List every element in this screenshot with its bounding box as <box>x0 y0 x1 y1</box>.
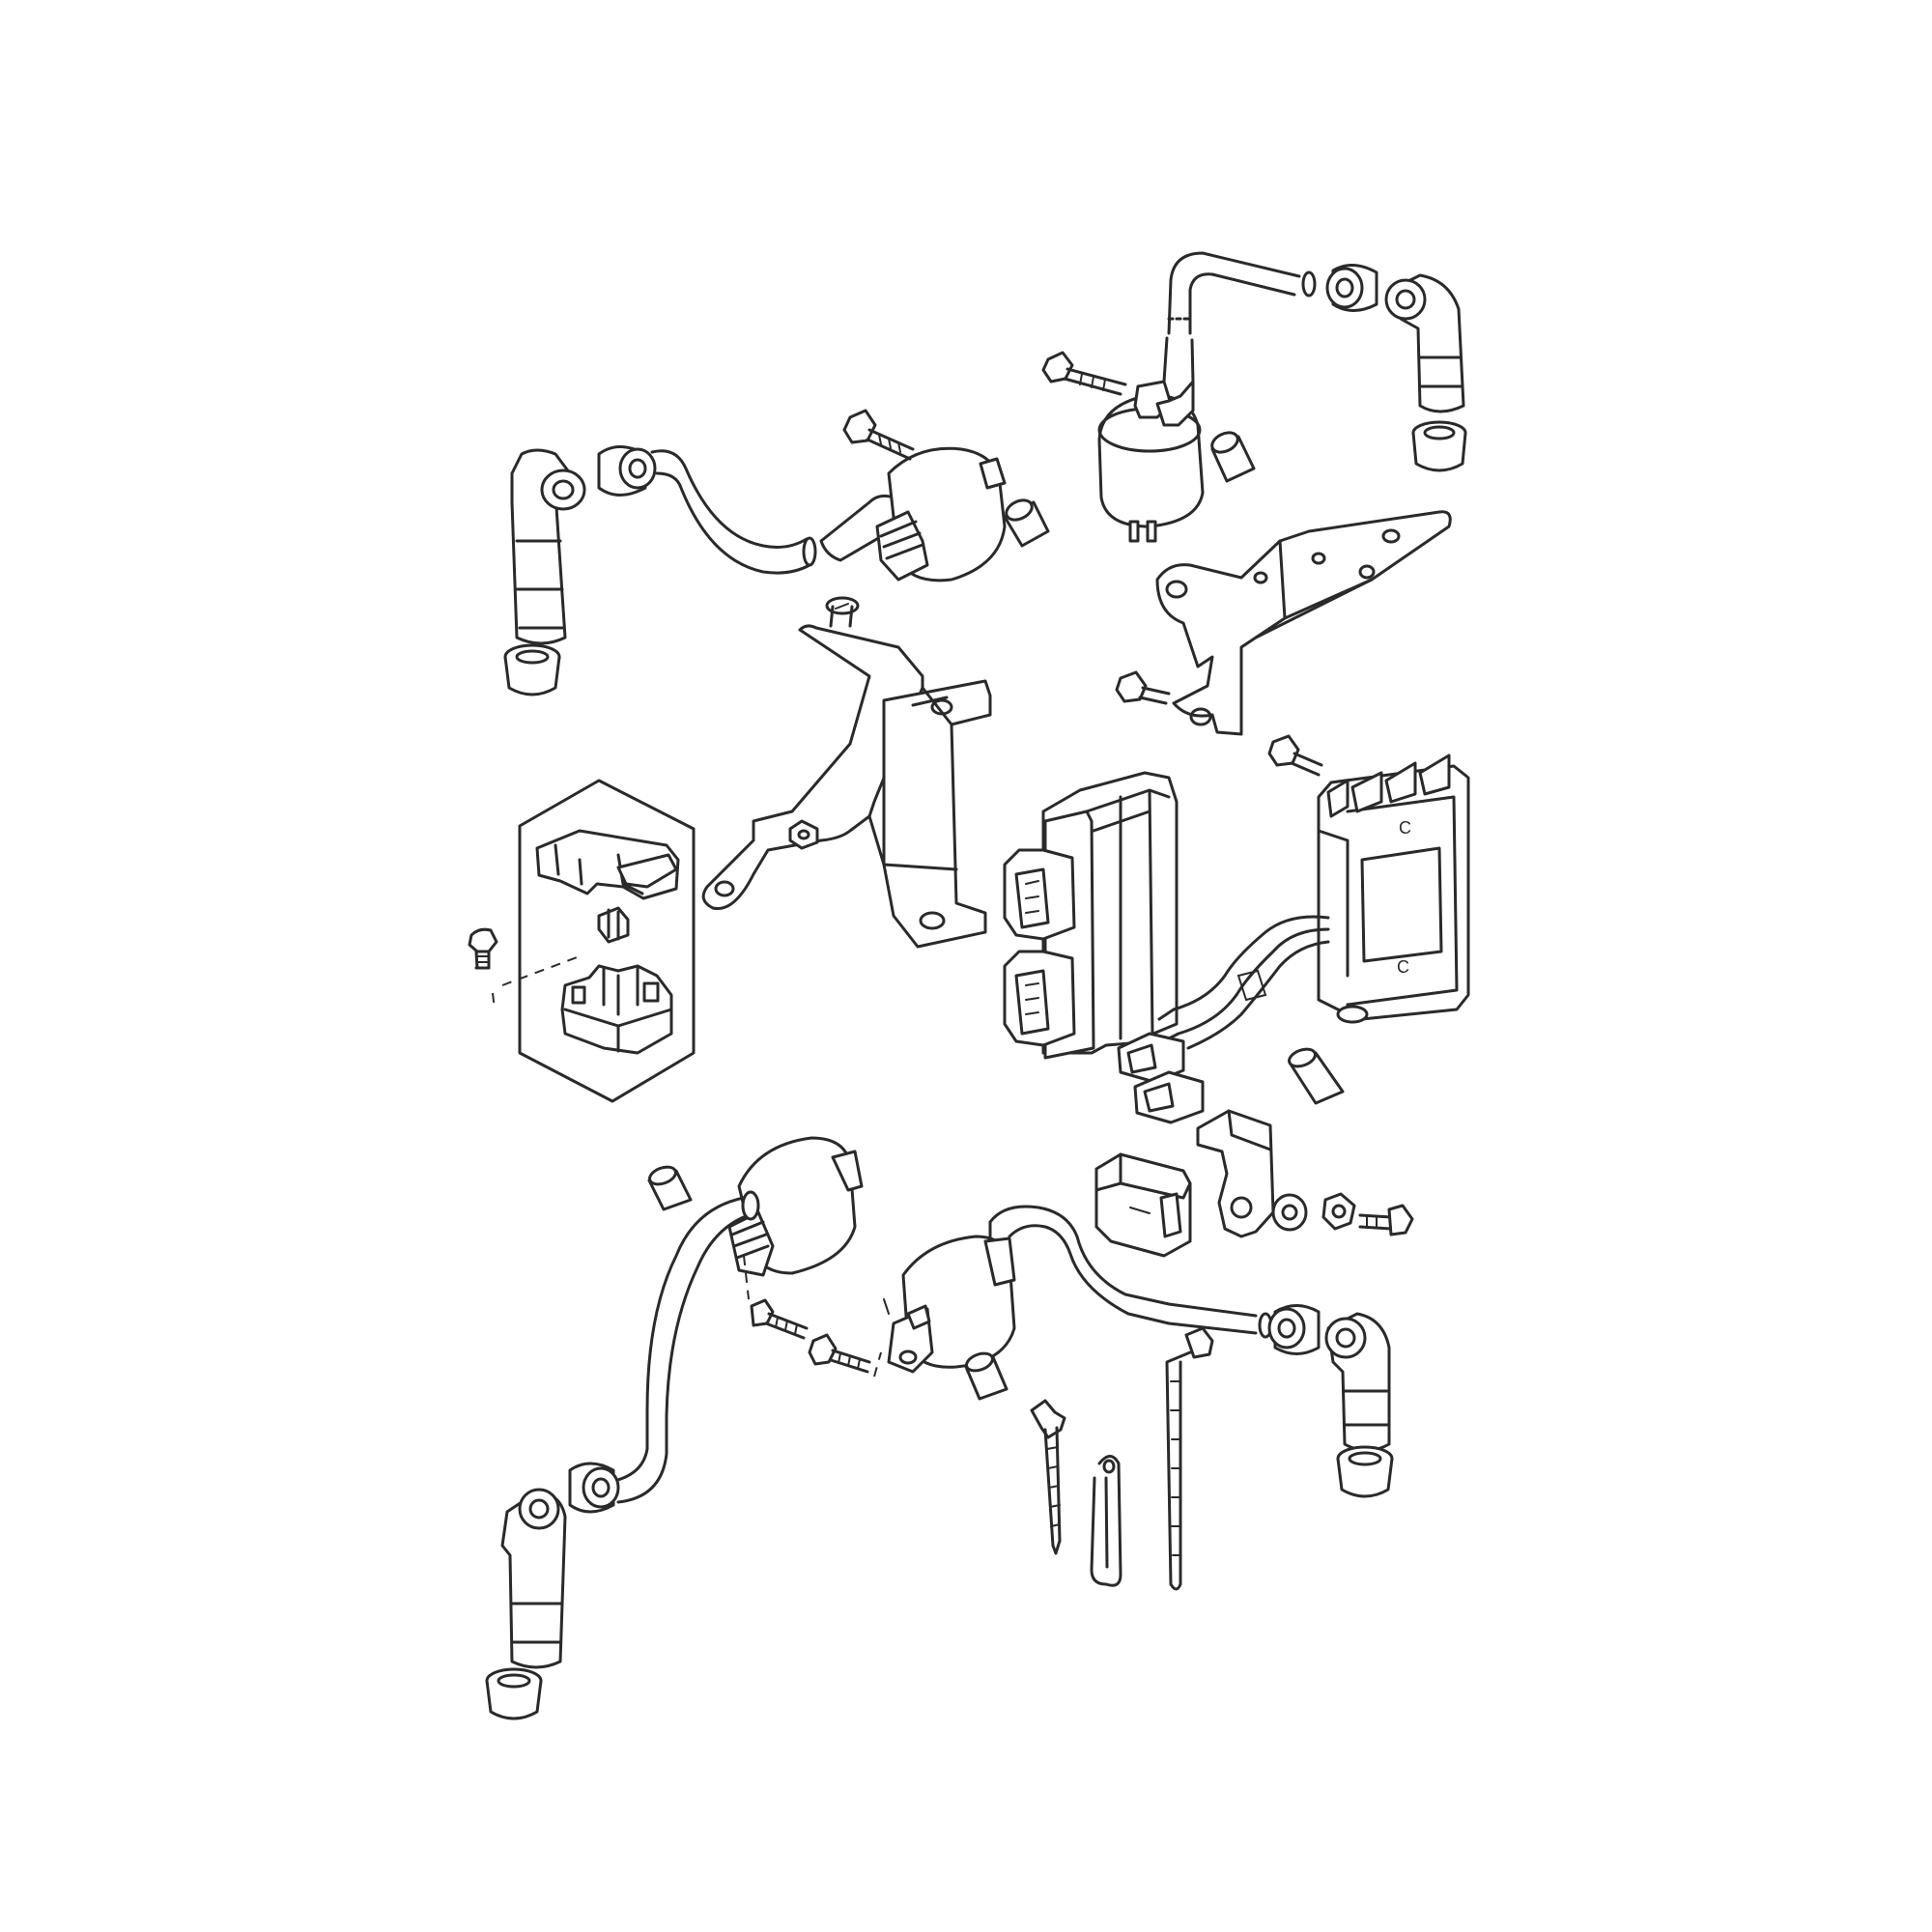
bracket-upper-right <box>1155 510 1452 736</box>
starter-relay <box>560 964 673 1055</box>
ecu <box>1003 771 1179 1060</box>
ignition-coil-top-right <box>1097 380 1205 543</box>
bracket-center <box>701 624 992 949</box>
washer-sensor <box>1271 1193 1308 1232</box>
nut-sensor <box>1321 1192 1356 1231</box>
hv-lead-top-left <box>650 449 817 575</box>
boot-seal-top-left <box>503 643 561 696</box>
grommet-top-left <box>597 445 657 497</box>
wire-connector-upper <box>1117 1032 1185 1084</box>
sensor-module <box>1094 1152 1192 1258</box>
collar-top-right <box>1210 431 1256 483</box>
hv-lead-bottom-left <box>602 1190 760 1504</box>
bolt-coil-top-left <box>842 409 915 461</box>
grommet-bottom-right <box>1267 1304 1321 1355</box>
fuse <box>597 906 630 944</box>
regulator-rectifier: C C <box>1317 753 1470 1024</box>
sensor-bracket <box>1196 1109 1275 1238</box>
spark-plug-cap-top-right <box>1384 273 1465 413</box>
bolt-sensor <box>1358 1204 1414 1236</box>
relay-box-outline <box>518 779 696 1103</box>
module-mark-upper: C <box>1399 818 1411 838</box>
cable-tie-long <box>1165 1326 1214 1591</box>
spark-plug-cap-top-left <box>510 448 586 645</box>
boot-seal-bottom-left <box>485 1667 543 1720</box>
hv-lead-bottom-center <box>988 1205 1273 1339</box>
ignition-coil-top-left <box>819 446 1007 582</box>
wire-band <box>1090 1455 1122 1587</box>
cable-clamp-tie <box>1030 1399 1066 1555</box>
bolt-relay-box <box>468 927 498 1010</box>
ignition-coil-bottom-center <box>883 1235 1016 1374</box>
hv-lead-top-right <box>1162 251 1317 384</box>
spark-plug-cap-bottom-left <box>500 1488 567 1669</box>
screw-bracket-center <box>825 596 860 628</box>
bolt-bracket-upper-right <box>1115 670 1171 705</box>
collar-middle-right <box>1288 1047 1345 1105</box>
spark-plug-cap-bottom-right <box>1324 1312 1391 1452</box>
bolt-coil-bottom-center <box>808 1333 882 1378</box>
relay-box-cover <box>535 829 680 900</box>
module-mark-lower: C <box>1397 957 1409 977</box>
ignition-coil-bottom-left <box>727 1136 864 1277</box>
collar-bottom-left <box>647 1165 693 1211</box>
grommet-top-right <box>1325 264 1378 312</box>
bolt-regulator <box>1267 734 1323 777</box>
collar-bottom-center <box>964 1351 1009 1401</box>
boot-seal-bottom-right <box>1336 1445 1394 1498</box>
bolt-coil-top-right <box>1041 351 1127 396</box>
boot-seal-top-right <box>1411 420 1467 472</box>
bolt-coil-bottom-left <box>743 1255 809 1340</box>
wire-connector-lower <box>1133 1070 1205 1124</box>
wire-harness <box>1157 915 1330 1050</box>
dashed-guide-relay <box>501 955 581 986</box>
collar-top-left <box>1003 498 1050 548</box>
grommet-bottom-left <box>568 1462 620 1514</box>
